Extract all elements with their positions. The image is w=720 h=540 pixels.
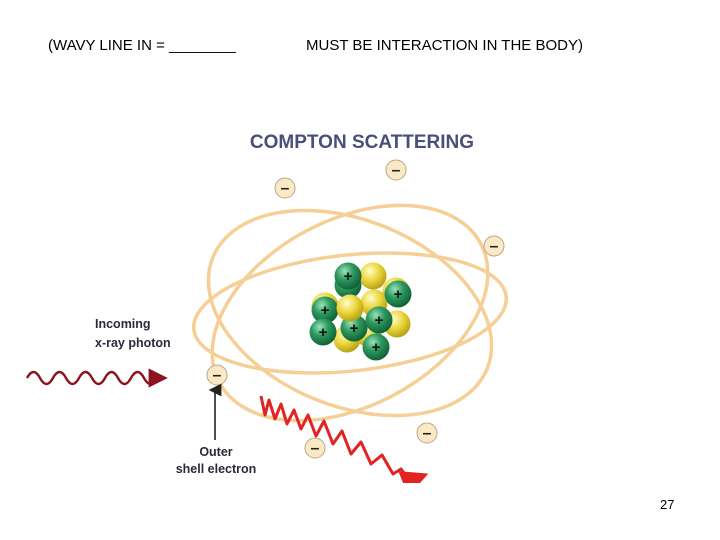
electron-minus-sign: –: [281, 180, 290, 197]
outer-electron-label-line2: shell electron: [176, 462, 257, 476]
electron-minus-sign: –: [490, 238, 499, 255]
nucleus: ++++++++: [309, 262, 412, 361]
proton-plus-sign: +: [394, 286, 403, 303]
proton: [311, 296, 339, 324]
electrons-group: – – – – – –: [206, 159, 505, 459]
proton: [340, 314, 368, 342]
electron-minus-sign: –: [423, 425, 432, 442]
proton-plus-sign: +: [319, 324, 328, 341]
proton-plus-sign: +: [372, 339, 381, 356]
electron: –: [483, 235, 505, 257]
electron: –: [304, 437, 326, 459]
incoming-photon-label-line2: x-ray photon: [95, 336, 171, 350]
proton: [384, 280, 412, 308]
scattered-photon-wave: [259, 395, 429, 483]
compton-figure-panel: COMPTON SCATTERING –––––– ++++++++ Incom…: [25, 113, 661, 483]
neutron: [359, 262, 387, 290]
electron: –: [206, 364, 228, 386]
electron-minus-sign: –: [213, 367, 222, 384]
electron: –: [416, 422, 438, 444]
page-number: 27: [660, 497, 675, 512]
prompt-left-text: (WAVY LINE IN = ________: [48, 37, 236, 54]
proton: [309, 318, 337, 346]
prompt-right-text: MUST BE INTERACTION IN THE BODY): [306, 37, 583, 54]
proton-plus-sign: +: [344, 268, 353, 285]
electron-minus-sign: –: [392, 162, 401, 179]
compton-scattering-diagram: COMPTON SCATTERING –––––– ++++++++ Incom…: [25, 132, 509, 483]
orbit-ring: [191, 251, 509, 375]
electron: –: [274, 177, 296, 199]
proton-plus-sign: +: [375, 312, 384, 329]
neutron: [336, 294, 364, 322]
incoming-photon-label-line1: Incoming: [95, 317, 151, 331]
outer-electron-label-line1: Outer: [199, 445, 232, 459]
proton-plus-sign: +: [321, 302, 330, 319]
proton: [362, 333, 390, 361]
proton-plus-sign: +: [350, 320, 359, 337]
proton: [334, 262, 362, 290]
electron: –: [385, 159, 407, 181]
proton: [365, 306, 393, 334]
incoming-photon-wave: [25, 368, 168, 388]
figure-title: COMPTON SCATTERING: [250, 132, 474, 153]
electron-minus-sign: –: [311, 440, 320, 457]
orbit-ring: [206, 208, 494, 418]
